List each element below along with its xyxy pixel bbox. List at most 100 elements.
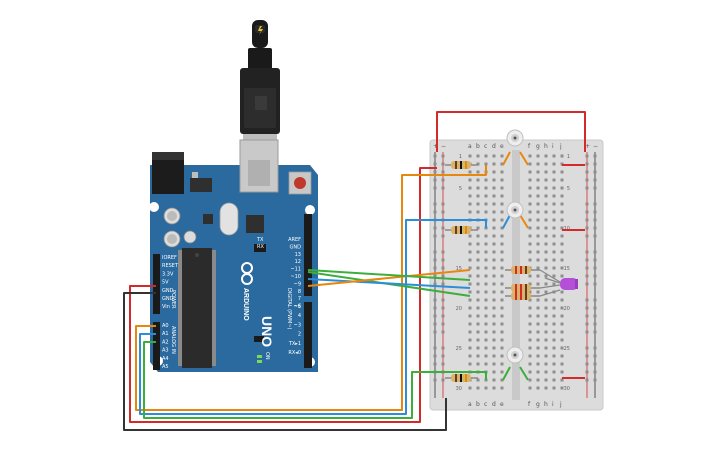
breadboard-hole — [492, 154, 496, 158]
rx-label: RX — [257, 244, 264, 250]
breadboard-hole — [536, 298, 540, 302]
column-label: g — [536, 401, 540, 408]
breadboard-hole — [492, 314, 496, 318]
breadboard-hole — [552, 282, 556, 286]
rail-hole — [433, 210, 437, 214]
rail-hole — [593, 186, 597, 190]
breadboard-hole — [500, 282, 504, 286]
breadboard-hole — [528, 274, 532, 278]
digital-pin-label: ~5 — [294, 304, 301, 310]
breadboard-hole — [544, 274, 548, 278]
breadboard-hole — [544, 202, 548, 206]
rgb-led — [539, 269, 578, 297]
breadboard-hole — [500, 322, 504, 326]
column-label: f — [528, 143, 531, 150]
breadboard-hole — [544, 346, 548, 350]
digital-pin-label: 7 — [298, 296, 301, 302]
rail-hole — [433, 154, 437, 158]
breadboard-hole — [536, 370, 540, 374]
breadboard-hole — [500, 306, 504, 310]
rail-hole — [433, 346, 437, 350]
rail-hole — [593, 226, 597, 230]
resistor-blue — [505, 292, 540, 300]
analog-pin-label: A5 — [162, 364, 169, 370]
breadboard-hole — [528, 322, 532, 326]
column-label: i — [552, 401, 554, 408]
analog-pin-label: A0 — [162, 323, 169, 329]
breadboard-hole — [528, 154, 532, 158]
breadboard-hole — [500, 386, 504, 390]
breadboard-hole — [500, 250, 504, 254]
breadboard-hole — [484, 154, 488, 158]
breadboard-hole — [500, 314, 504, 318]
rail-hole — [593, 178, 597, 182]
arduino-uno-board: ARDUINO UNO ON TX RX POWER ANALOG IN DIG… — [149, 139, 318, 372]
on-label: ON — [264, 352, 270, 360]
rail-hole — [433, 234, 437, 238]
rail-hole — [585, 210, 589, 214]
row-label: 20 — [456, 306, 462, 312]
analog-pin-label: A3 — [162, 348, 169, 354]
breadboard-hole — [528, 346, 532, 350]
digital-pin-label: ~6 — [294, 304, 301, 310]
breadboard-hole — [528, 298, 532, 302]
breadboard-hole — [552, 218, 556, 222]
rail-hole — [441, 274, 445, 278]
breadboard-hole — [492, 290, 496, 294]
breadboard-hole — [492, 234, 496, 238]
breadboard-hole — [476, 322, 480, 326]
breadboard-hole — [536, 322, 540, 326]
rail-hole — [585, 234, 589, 238]
row-label: 5 — [567, 186, 570, 192]
breadboard-hole — [536, 378, 540, 382]
breadboard-hole — [476, 154, 480, 158]
wire-red-rail-jumper — [436, 111, 586, 152]
breadboard-hole — [492, 386, 496, 390]
breadboard-hole — [492, 370, 496, 374]
breadboard-hole — [552, 202, 556, 206]
breadboard-hole — [528, 282, 532, 286]
rail-hole — [593, 250, 597, 254]
digital-pin-label: 2 — [298, 332, 301, 338]
breadboard-hole — [560, 274, 564, 278]
breadboard-hole — [536, 346, 540, 350]
breadboard-hole — [484, 194, 488, 198]
digital-header-upper — [304, 214, 312, 296]
breadboard-hole — [492, 178, 496, 182]
rail-hole — [441, 202, 445, 206]
breadboard-hole — [484, 362, 488, 366]
wires — [123, 111, 586, 431]
breadboard-hole — [536, 226, 540, 230]
breadboard-hole — [552, 234, 556, 238]
breadboard-hole — [468, 242, 472, 246]
rail-hole — [433, 178, 437, 182]
breadboard-hole — [544, 362, 548, 366]
breadboard-hole — [492, 274, 496, 278]
breadboard-hole — [468, 386, 472, 390]
breadboard-hole — [500, 290, 504, 294]
breadboard-hole — [528, 338, 532, 342]
breadboard-hole — [500, 354, 504, 358]
breadboard-hole — [528, 290, 532, 294]
power-pin-label: GND — [162, 296, 174, 302]
breadboard-hole — [560, 370, 564, 374]
rail-hole — [433, 322, 437, 326]
rail-hole — [593, 370, 597, 374]
breadboard-hole — [492, 354, 496, 358]
breadboard-hole — [484, 266, 488, 270]
rail-hole — [433, 258, 437, 262]
breadboard-hole — [544, 170, 548, 174]
breadboard-hole — [552, 370, 556, 374]
rail-hole — [441, 226, 445, 230]
rail-hole — [585, 226, 589, 230]
rail-hole — [433, 202, 437, 206]
rail-hole — [585, 266, 589, 270]
rail-hole — [593, 234, 597, 238]
breadboard-hole — [552, 170, 556, 174]
wire-orange-a0 — [135, 165, 487, 411]
breadboard-hole — [500, 346, 504, 350]
breadboard-hole — [492, 218, 496, 222]
rail-hole — [593, 330, 597, 334]
rail-hole — [585, 282, 589, 286]
